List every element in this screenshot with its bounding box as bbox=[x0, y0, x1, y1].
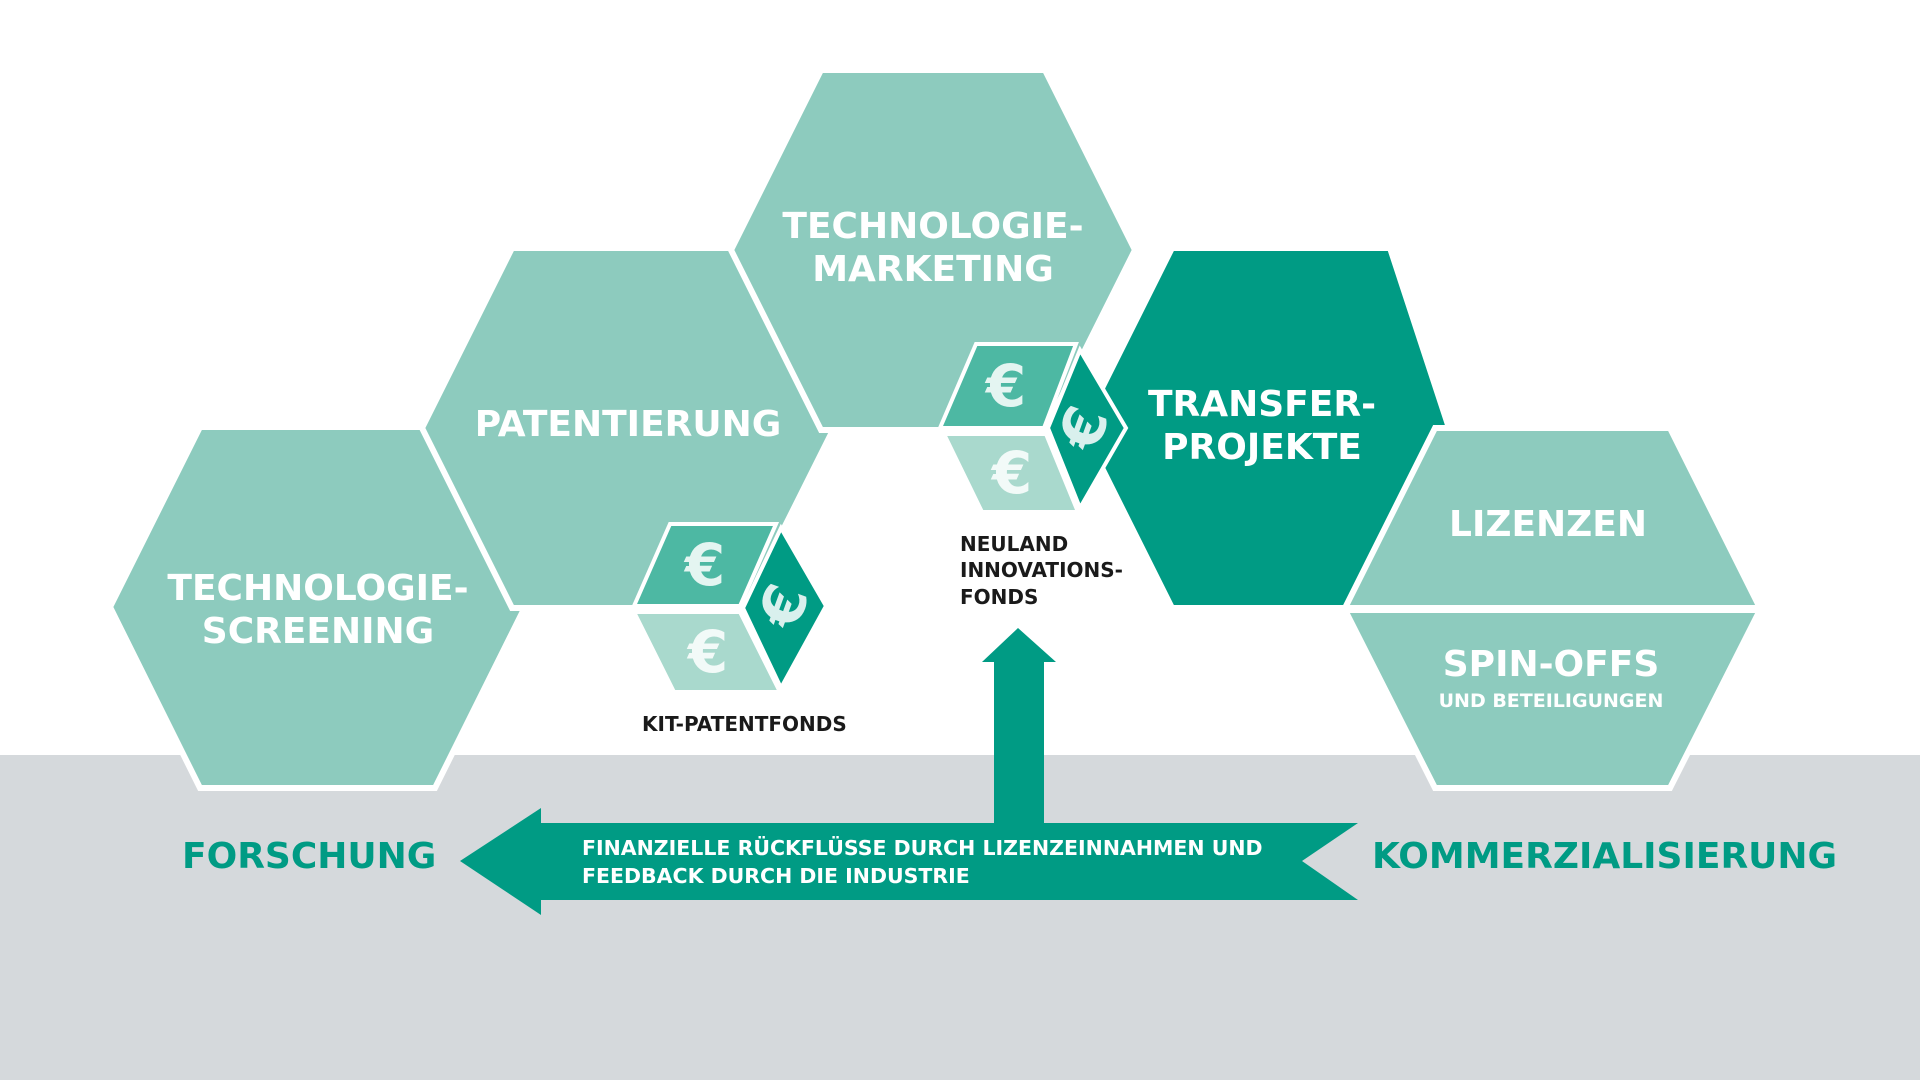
euro-icon: € bbox=[683, 531, 725, 599]
hex-spin-offs-sublabel: UND BETEILIGUNGEN bbox=[1439, 690, 1664, 712]
kit-patentfonds-label: KIT-PATENTFONDS bbox=[642, 712, 847, 736]
hex-technologie-marketing-label-2: MARKETING bbox=[812, 249, 1054, 290]
neuland-label-1: NEULAND bbox=[960, 532, 1068, 556]
cube-face-top bbox=[936, 342, 1079, 430]
ground-band bbox=[0, 755, 1920, 1080]
euro-icon: € bbox=[984, 352, 1026, 420]
hex-technologie-screening-label-1: TECHNOLOGIE- bbox=[167, 568, 468, 609]
forschung-label: FORSCHUNG bbox=[182, 836, 436, 877]
hex-technologie-marketing-label-1: TECHNOLOGIE- bbox=[782, 206, 1083, 247]
hex-transfer-projekte-label-1: TRANSFER- bbox=[1148, 384, 1376, 425]
cube-face-right bbox=[1045, 345, 1129, 513]
cube-face-bottom bbox=[630, 610, 784, 694]
hex-spin-offs-label: SPIN-OFFS bbox=[1443, 644, 1660, 685]
neuland-label-3: FONDS bbox=[960, 585, 1038, 609]
euro-icon: € bbox=[990, 439, 1032, 507]
cube-face-bottom bbox=[940, 432, 1081, 514]
hex-technologie-marketing bbox=[727, 67, 1139, 433]
hex-spin-offs bbox=[1340, 607, 1765, 791]
neuland-innovationsfonds-cube: € € € bbox=[936, 342, 1129, 514]
hex-lizenzen-label: LIZENZEN bbox=[1449, 504, 1647, 545]
up-arrow bbox=[982, 628, 1056, 826]
hex-transfer-projekte-label-2: PROJEKTE bbox=[1162, 427, 1362, 468]
feedback-arrow-label-2: FEEDBACK DURCH DIE INDUSTRIE bbox=[582, 864, 970, 888]
kommerzialisierung-label: KOMMERZIALISIERUNG bbox=[1372, 836, 1837, 877]
neuland-label-2: INNOVATIONS- bbox=[960, 558, 1123, 582]
hex-technologie-screening-label-2: SCREENING bbox=[202, 611, 434, 652]
feedback-arrow-label-1: FINANZIELLE RÜCKFLÜSSE DURCH LIZENZEINNA… bbox=[582, 835, 1263, 860]
feedback-arrow bbox=[460, 808, 1358, 915]
cube-face-right bbox=[740, 523, 829, 693]
euro-icon: € bbox=[686, 618, 728, 686]
hex-patentierung-label: PATENTIERUNG bbox=[475, 404, 782, 445]
kit-patentfonds-cube: € € € bbox=[630, 522, 829, 694]
cube-face-top bbox=[630, 522, 780, 608]
